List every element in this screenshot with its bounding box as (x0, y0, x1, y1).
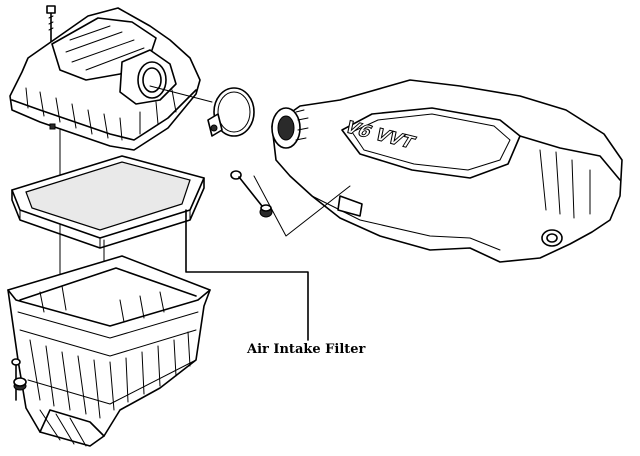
alignment-line-3 (149, 85, 213, 103)
hose-clamp (207, 87, 255, 137)
intake-duct-cover (271, 79, 623, 263)
upper-air-cleaner-housing (9, 7, 201, 151)
cover-leader (253, 175, 351, 237)
lower-mount-grommet (11, 358, 27, 401)
cover-mount-bolt (230, 170, 273, 218)
air-filter-element (11, 155, 205, 249)
callout-leader (185, 209, 309, 341)
lower-air-cleaner-housing (7, 255, 211, 447)
top-bolt (46, 5, 56, 45)
air-intake-filter-label: Air Intake Filter (247, 342, 366, 357)
